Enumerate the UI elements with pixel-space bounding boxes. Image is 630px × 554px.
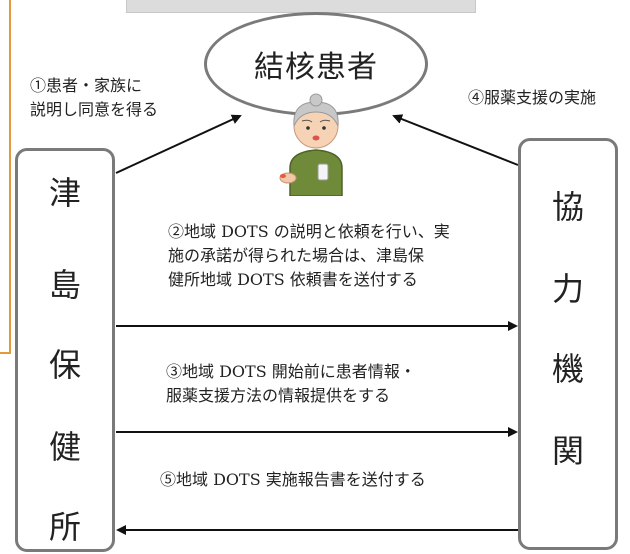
left-box-char: 所 xyxy=(48,508,81,546)
left-box-char: 保 xyxy=(48,346,81,384)
step3-text: ③地域 DOTS 開始前に患者情報・ 服薬支援方法の情報提供をする xyxy=(166,362,416,405)
step1-text: ①患者・家族に 説明し同意を得る xyxy=(30,76,159,119)
patient-label: 結核患者 xyxy=(254,50,378,85)
right-box-char: 力 xyxy=(551,270,584,308)
right-box-char: 機 xyxy=(551,350,584,388)
tsushima-health-center-box: 津 島 保 健 所 xyxy=(15,148,115,552)
right-box-char: 関 xyxy=(551,432,584,470)
step2-text: ②地域 DOTS の説明と依頼を行い、実 施の承諾が得られた場合は、津島保 健所… xyxy=(168,222,450,289)
arrow-step4 xyxy=(392,114,519,166)
elderly-patient-icon xyxy=(279,93,343,196)
right-box-char: 協 xyxy=(551,188,584,226)
step4-text: ④服薬支援の実施 xyxy=(468,88,597,107)
step5-text: ⑤地域 DOTS 実施報告書を送付する xyxy=(160,470,426,489)
left-box-char: 島 xyxy=(48,266,81,304)
left-box-char: 健 xyxy=(48,428,81,466)
cooperating-agency-box: 協 力 機 関 xyxy=(518,138,618,550)
arrow-step1 xyxy=(115,114,242,174)
left-box-char: 津 xyxy=(48,174,81,212)
side-frame-line xyxy=(0,0,11,354)
